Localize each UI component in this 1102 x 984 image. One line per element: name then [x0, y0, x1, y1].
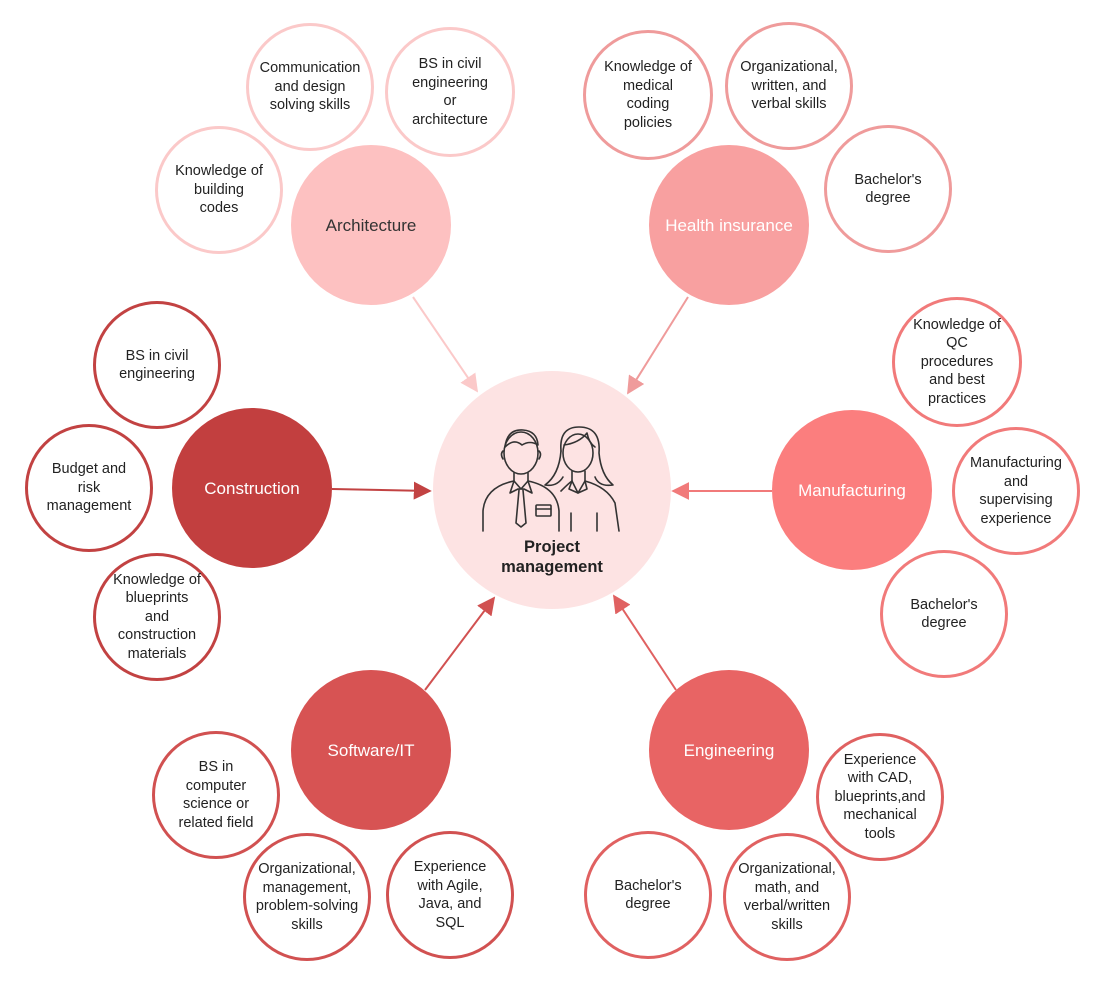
skill-label: BS in civil engineering: [119, 347, 195, 383]
skill-architecture-1: Knowledge of building codes: [155, 126, 283, 254]
arrow-construction: [331, 481, 432, 500]
hub-label: Health insurance: [665, 215, 793, 235]
skill-construction-2: Budget and risk management: [25, 424, 153, 552]
skill-label: Organizational, math, and verbal/written…: [738, 861, 836, 933]
skill-label: Knowledge of building codes: [175, 163, 263, 217]
arrow-engineering: [613, 594, 677, 691]
skill-label: BS in computer science or related field: [178, 759, 254, 831]
skill-label: Bachelor's degree: [910, 596, 978, 632]
skill-label: Organizational, management, problem-solv…: [255, 861, 359, 933]
skill-architecture-3: BS in civil engineering or architecture: [385, 27, 515, 157]
hub-construction: Construction: [172, 408, 332, 568]
skill-engineering-2: Bachelor's degree: [584, 831, 712, 959]
hub-label: Construction: [204, 478, 300, 498]
two-people-icon: [482, 426, 620, 532]
skill-manufacturing-1: Knowledge of QC procedures and best prac…: [892, 297, 1022, 427]
hub-engineering: Engineering: [649, 670, 809, 830]
skill-software-it-3: Experience with Agile, Java, and SQL: [386, 831, 514, 959]
hub-health-insurance: Health insurance: [649, 145, 809, 305]
skill-label: Budget and risk management: [46, 461, 132, 515]
skill-label: Knowledge of QC procedures and best prac…: [913, 316, 1001, 407]
skill-construction-1: BS in civil engineering: [93, 301, 221, 429]
skill-label: Organizational, written, and verbal skil…: [740, 59, 838, 113]
hub-label: Engineering: [683, 740, 775, 760]
skill-label: Experience with CAD, blueprints,and mech…: [834, 751, 926, 842]
skill-engineering-3: Organizational, math, and verbal/written…: [723, 833, 851, 961]
arrow-software-it: [424, 596, 496, 691]
skill-label: Knowledge of blueprints and construction…: [113, 571, 201, 662]
skill-label: Experience with Agile, Java, and SQL: [413, 859, 487, 931]
skill-health-insurance-1: Knowledge of medical coding policies: [583, 30, 713, 160]
hub-manufacturing: Manufacturing: [772, 410, 932, 570]
skill-label: Bachelor's degree: [854, 171, 922, 207]
skill-label: Manufacturing and supervising experience: [970, 455, 1062, 527]
skill-label: Communication and design solving skills: [259, 60, 361, 114]
arrow-architecture: [412, 296, 479, 393]
skill-label: Bachelor's degree: [614, 877, 682, 913]
hub-label: Software/IT: [327, 740, 415, 760]
skill-software-it-2: Organizational, management, problem-solv…: [243, 833, 371, 961]
skill-construction-3: Knowledge of blueprints and construction…: [93, 553, 221, 681]
hub-label: Manufacturing: [798, 480, 906, 500]
project-management-node: Project management: [433, 371, 671, 609]
skill-health-insurance-3: Bachelor's degree: [824, 125, 952, 253]
arrow-health-insurance: [627, 296, 689, 395]
skill-label: BS in civil engineering or architecture: [412, 56, 488, 128]
center-label: Project management: [501, 538, 603, 576]
skill-engineering-1: Experience with CAD, blueprints,and mech…: [816, 733, 944, 861]
skill-health-insurance-2: Organizational, written, and verbal skil…: [725, 22, 853, 150]
skill-software-it-1: BS in computer science or related field: [152, 731, 280, 859]
skill-label: Knowledge of medical coding policies: [604, 59, 692, 131]
skill-manufacturing-2: Manufacturing and supervising experience: [952, 427, 1080, 555]
skill-architecture-2: Communication and design solving skills: [246, 23, 374, 151]
hub-label: Architecture: [325, 215, 417, 235]
skill-manufacturing-3: Bachelor's degree: [880, 550, 1008, 678]
hub-software-it: Software/IT: [291, 670, 451, 830]
hub-architecture: Architecture: [291, 145, 451, 305]
